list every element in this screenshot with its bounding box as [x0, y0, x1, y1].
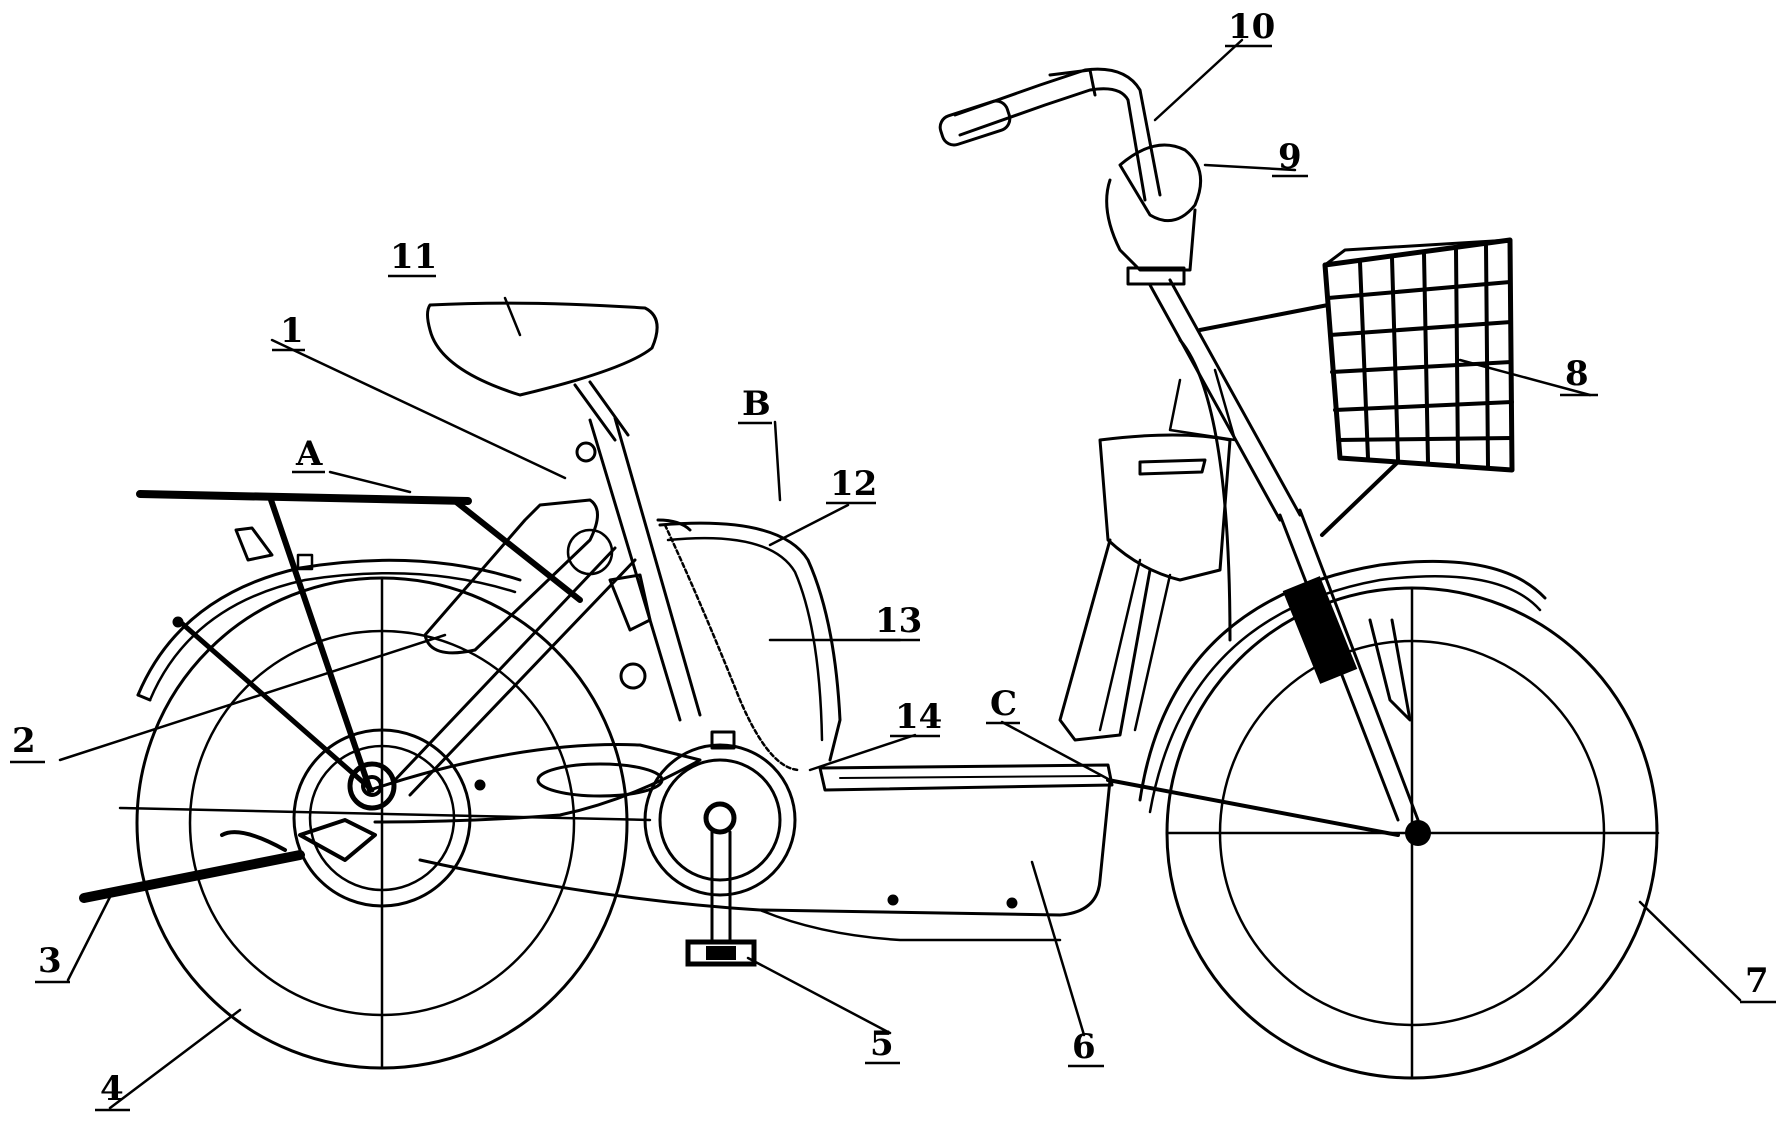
front-hub	[1405, 820, 1431, 846]
label-B: B	[742, 384, 771, 424]
label-3: 3	[38, 941, 62, 981]
label-9: 9	[1278, 137, 1302, 177]
front-fairing	[1060, 370, 1235, 740]
seat	[428, 303, 658, 440]
label-6: 6	[1072, 1027, 1096, 1067]
kickstand	[84, 820, 375, 898]
label-5: 5	[870, 1024, 894, 1064]
battery-box	[658, 520, 840, 770]
label-14: 14	[895, 697, 942, 737]
label-13: 13	[875, 601, 922, 641]
label-C: C	[990, 684, 1017, 724]
pedal	[688, 942, 754, 964]
callout-labels: 1 2 3 4 5 6 7 8 9 10 11 12 13 14 A B C	[10, 7, 1776, 1110]
handlebar	[937, 69, 1160, 200]
label-12: 12	[830, 464, 877, 504]
label-A: A	[295, 434, 323, 474]
label-7: 7	[1745, 961, 1769, 1001]
floor-panel	[820, 765, 1112, 790]
label-1: 1	[280, 311, 304, 351]
label-4: 4	[100, 1069, 124, 1109]
label-11: 11	[390, 237, 437, 277]
label-2: 2	[12, 721, 36, 761]
label-8: 8	[1565, 354, 1589, 394]
label-10: 10	[1228, 7, 1275, 47]
basket	[1200, 240, 1512, 535]
leader-lines	[60, 40, 1740, 1108]
frame	[370, 418, 1110, 940]
